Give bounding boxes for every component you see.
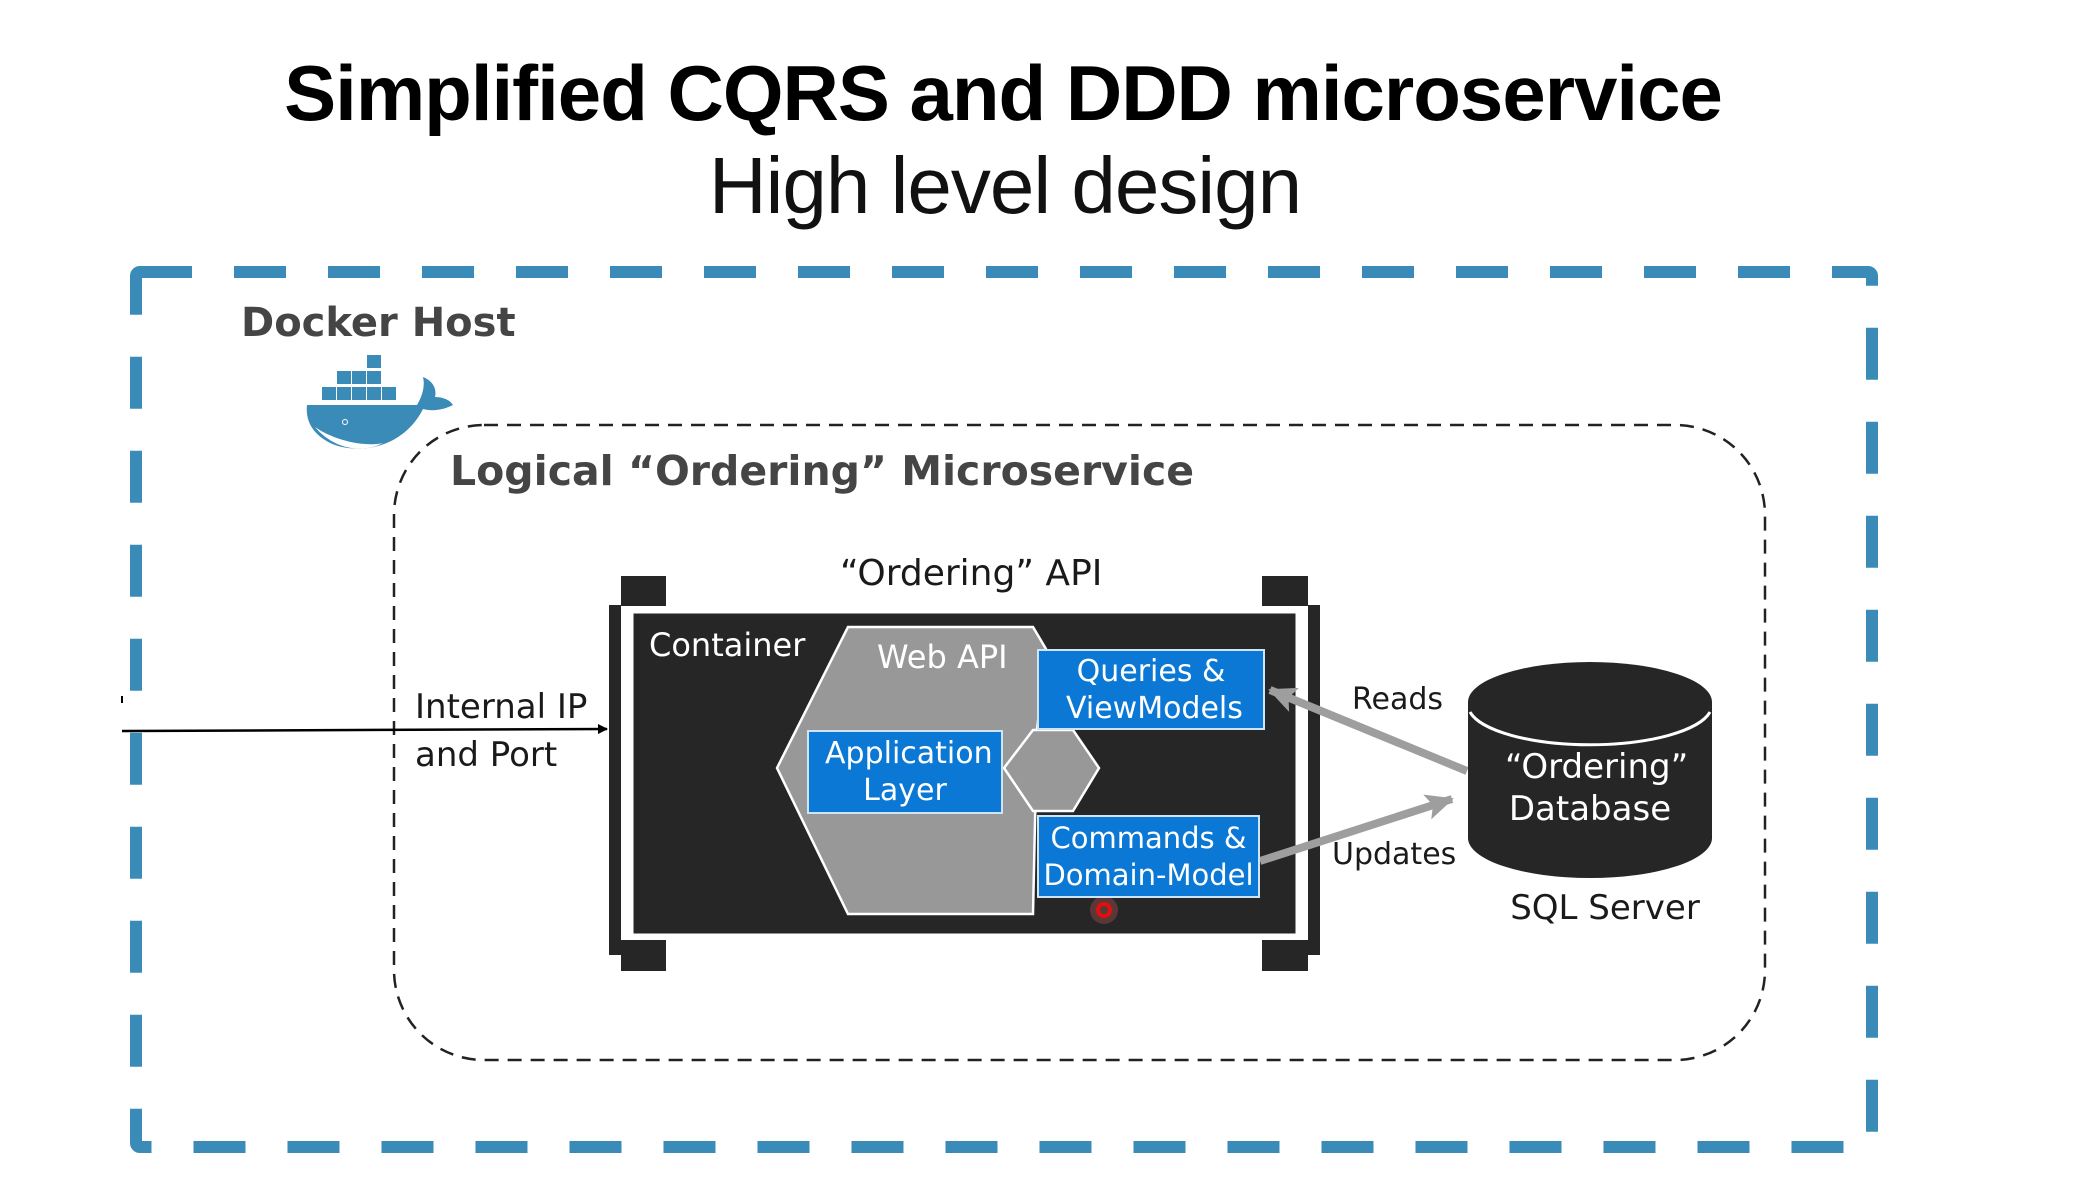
queries-viewmodels-label: Queries & ViewModels [1066, 653, 1243, 726]
internal-ip-label: Internal IP and Port [415, 687, 588, 775]
database-name: “Ordering” Database [1505, 747, 1689, 829]
web-api-label: Web API [877, 638, 1008, 676]
internal-ip-arrow [121, 724, 608, 735]
api-label: “Ordering” API [840, 553, 1103, 594]
updates-label: Updates [1332, 837, 1457, 872]
sql-server-label: SQL Server [1510, 888, 1700, 928]
database-cylinder [1468, 662, 1712, 878]
commands-domain-model-box: Commands & Domain-Model [1037, 815, 1260, 898]
microservice-label: Logical “Ordering” Microservice [450, 447, 1195, 495]
container-brackets [609, 576, 1320, 971]
application-layer-label: Application Layer [825, 736, 993, 808]
updates-arrow [1258, 794, 1454, 865]
container-label: Container [649, 626, 806, 664]
docker-whale-icon [306, 355, 453, 449]
diagram-title: Simplified CQRS and DDD microservice [284, 49, 1723, 137]
docker-host-border [130, 266, 1878, 1153]
queries-viewmodels-box: Queries & ViewModels [1037, 649, 1265, 730]
commands-domain-model-label: Commands & Domain-Model [1043, 820, 1254, 892]
database-label: “Ordering” Database [1468, 746, 1712, 830]
web-api-small-hexagon [1002, 728, 1101, 813]
cursor-indicator [1090, 896, 1118, 924]
application-layer-box: Application Layer [807, 730, 1003, 814]
reads-arrow [1268, 686, 1469, 775]
docker-host-label: Docker Host [241, 300, 516, 346]
reads-label: Reads [1352, 682, 1444, 717]
diagram-subtitle: High level design [708, 141, 1302, 230]
